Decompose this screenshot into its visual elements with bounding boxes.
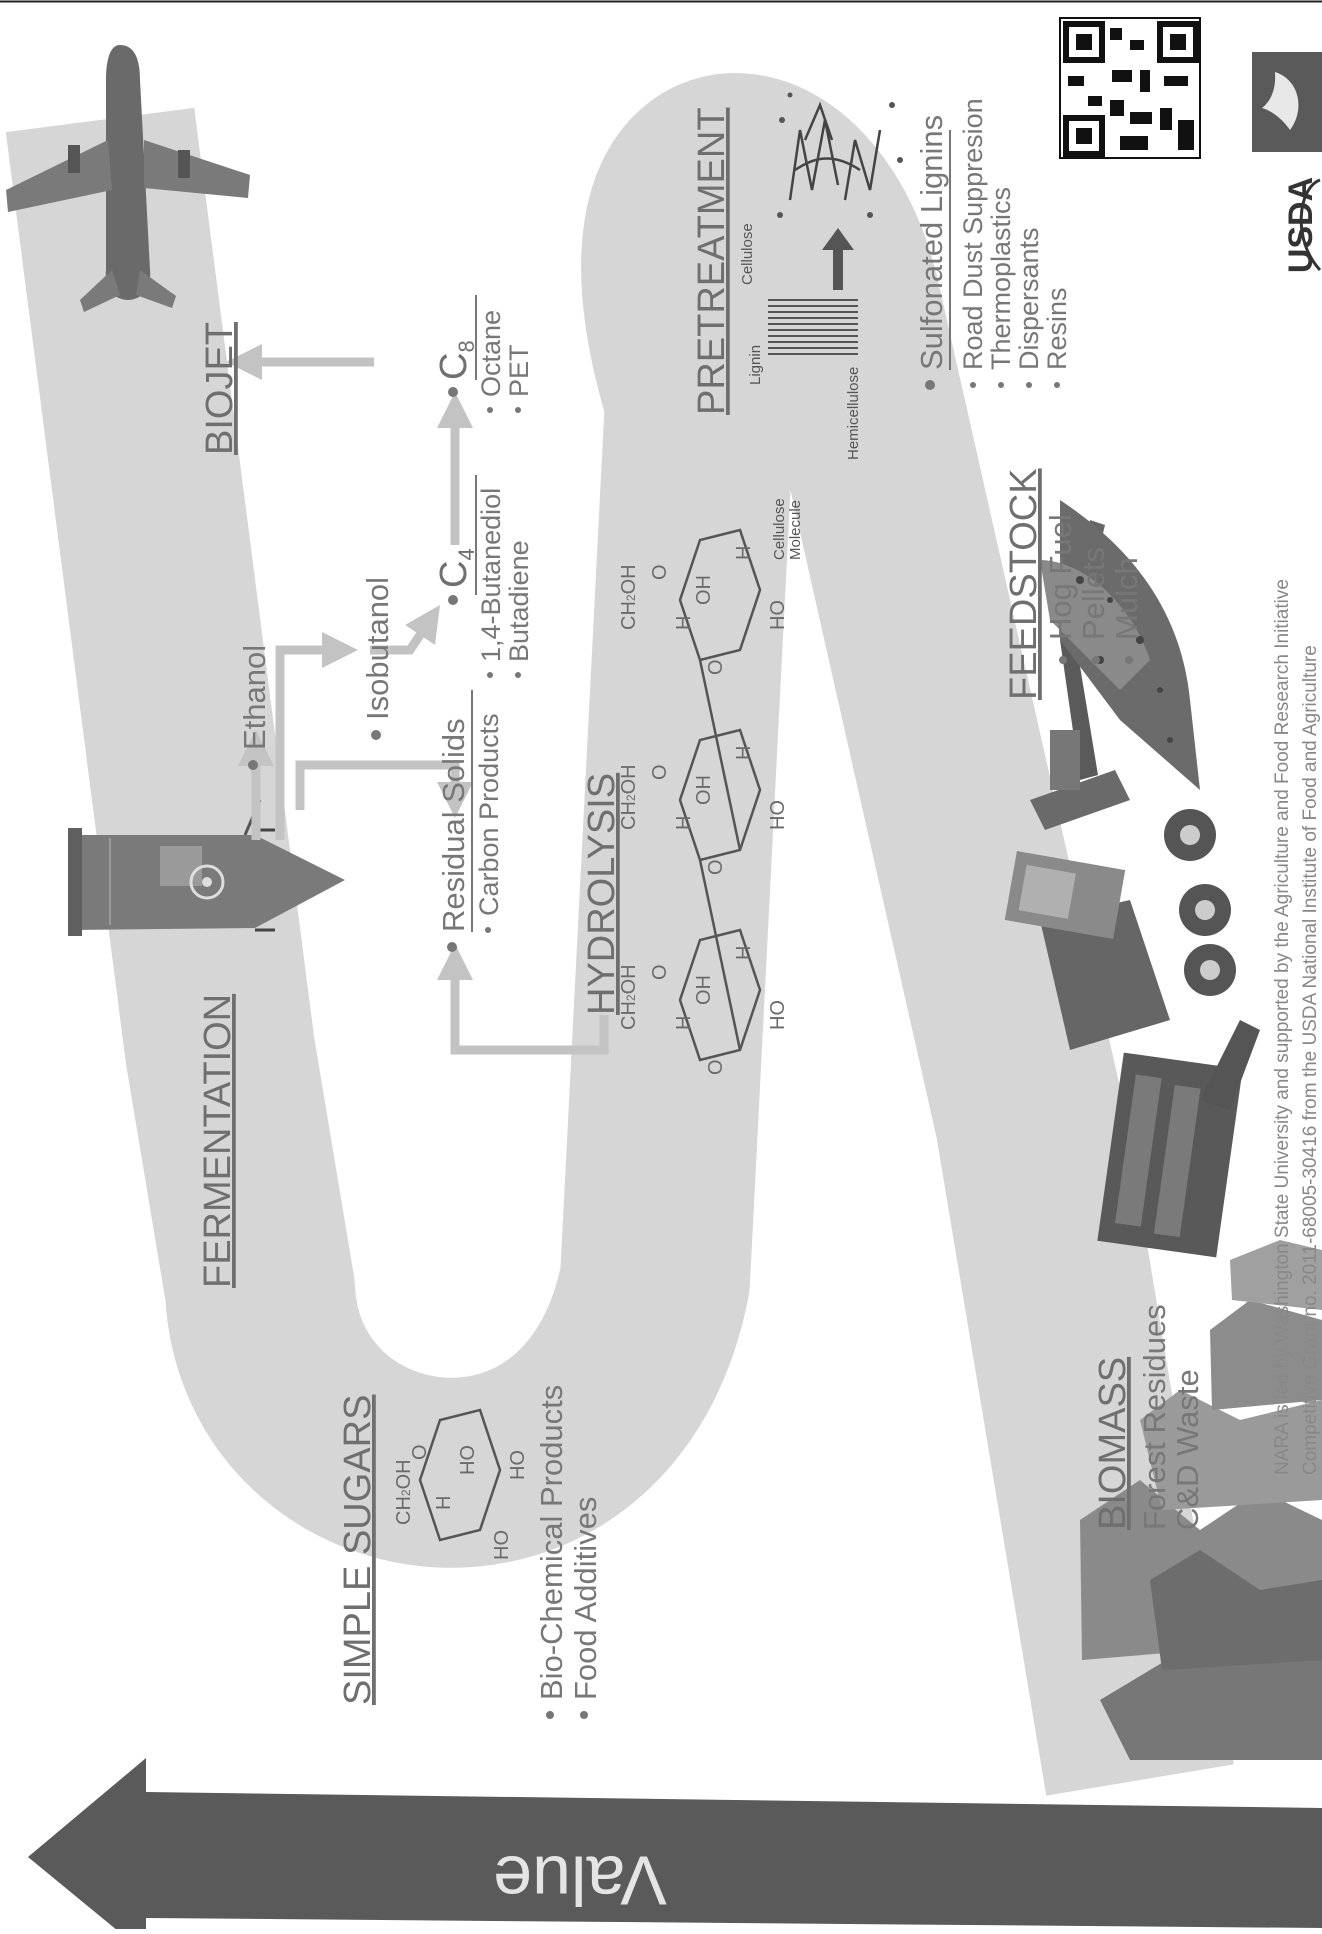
- feedstock-item-2: Pellets: [1076, 547, 1111, 640]
- cellulose-molecule-note-2: Molecule: [787, 500, 804, 560]
- svg-text:O: O: [649, 964, 671, 980]
- svg-text:O: O: [705, 859, 727, 875]
- simple-sugars-item-2: Food Additives: [568, 1497, 603, 1700]
- svg-text:H: H: [433, 1496, 455, 1510]
- svg-text:H: H: [673, 1016, 695, 1030]
- forest-illustration: [1080, 1240, 1322, 1760]
- svg-text:OH: OH: [693, 575, 715, 605]
- sulfonated-item-1: Road Dust Suppresion: [958, 98, 988, 370]
- value-arrow: Value: [28, 1758, 1322, 1934]
- sulfonated-item-2: Thermoplastics: [986, 187, 1016, 370]
- biomass-stage: BIOMASS Forest Residues C&D Waste: [1092, 1304, 1205, 1530]
- c4-item-2: Butadiene: [504, 540, 534, 662]
- feedstock-item-1: Hog Fuel: [1043, 514, 1078, 640]
- residual-solids-title: Residual Solids: [436, 718, 471, 932]
- c8-product-group: C8 Octane PET: [433, 295, 534, 413]
- svg-text:OH: OH: [765, 1000, 787, 1030]
- c8-label: C8: [433, 340, 479, 380]
- flow-arrows: [226, 344, 609, 1055]
- sulfonated-lignins-stage: Sulfonated Lignins Road Dust Suppresion …: [914, 98, 1072, 390]
- credit-line-1: NARA is led by Washington State Universi…: [1272, 579, 1293, 1475]
- svg-text:H: H: [733, 946, 755, 960]
- svg-text:OH: OH: [693, 775, 715, 805]
- qr-code: [1059, 17, 1201, 159]
- simple-sugars-stage: SIMPLE SUGARS Bio-Chemical Products Food…: [337, 1385, 603, 1719]
- feedstock-item-3: Mulch: [1109, 557, 1144, 640]
- glucose-molecule: CH2OH OH OH HO O H: [393, 1408, 527, 1560]
- c8-item-2: PET: [504, 344, 534, 397]
- c4-product-group: C4 1,4-Butanediol Butadiene: [433, 475, 534, 678]
- svg-text:O: O: [649, 764, 671, 780]
- simple-sugars-item-1: Bio-Chemical Products: [534, 1385, 569, 1700]
- usda-text: USDA: [1282, 177, 1320, 273]
- svg-text:OH: OH: [765, 600, 787, 630]
- sulfonated-lignins-title: Sulfonated Lignins: [914, 115, 949, 370]
- residual-solids-stage: Residual Solids Carbon Products: [436, 690, 504, 952]
- svg-text:H: H: [673, 616, 695, 630]
- cellulose-molecule-labels: CH2OH CH2OH CH2OH OH OH OH OH OH OH O O …: [618, 498, 804, 1075]
- c4-item-1: 1,4-Butanediol: [476, 488, 506, 662]
- fermentation-tank-illustration: [68, 799, 345, 936]
- svg-text:HO: HO: [491, 1530, 513, 1560]
- isobutanol-label: Isobutanol: [360, 577, 395, 720]
- biomass-title: BIOMASS: [1092, 1357, 1134, 1530]
- logging-equipment-illustration: [1004, 520, 1260, 1258]
- svg-text:OH: OH: [765, 800, 787, 830]
- credit-line-2: Competitive Grant no. 2011-68005-30416 f…: [1300, 645, 1321, 1475]
- sulfonated-item-3: Dispersants: [1014, 227, 1044, 370]
- wsu-logo: [1252, 52, 1322, 152]
- svg-text:OH: OH: [455, 1445, 477, 1475]
- svg-text:H: H: [673, 816, 695, 830]
- svg-text:OH: OH: [693, 975, 715, 1005]
- svg-text:H: H: [733, 546, 755, 560]
- svg-text:CH2OH: CH2OH: [618, 964, 640, 1030]
- usda-logo: USDA: [1282, 177, 1322, 273]
- svg-text:H: H: [733, 746, 755, 760]
- hydrolysis-title: HYDROLYSIS: [581, 773, 623, 1015]
- airplane-illustration: [6, 45, 250, 312]
- biojet-title: BIOJET: [199, 322, 241, 455]
- cellulose-label: Cellulose: [739, 223, 756, 285]
- process-path: [5, 73, 1234, 1796]
- svg-text:CH2OH: CH2OH: [393, 1459, 415, 1525]
- c4-label: C4: [433, 548, 479, 588]
- biomass-item-1: Forest Residues: [1137, 1304, 1172, 1530]
- svg-text:O: O: [705, 1059, 727, 1075]
- pretreatment-illustration: Lignin Cellulose Hemicellulose: [739, 92, 903, 460]
- pretreatment-arrowhead: [822, 228, 854, 250]
- svg-text:CH2OH: CH2OH: [618, 564, 640, 630]
- pretreatment-title: PRETREATMENT: [691, 107, 733, 415]
- residual-item-1: Carbon Products: [474, 713, 504, 916]
- c8-item-1: Octane: [476, 310, 506, 397]
- fermentation-stage: FERMENTATION Ethanol Isobutanol: [197, 577, 395, 1288]
- biomass-item-2: C&D Waste: [1170, 1369, 1205, 1530]
- svg-text:CH2OH: CH2OH: [618, 764, 640, 830]
- feedstock-stage: FEEDSTOCK Hog Fuel Pellets Mulch: [1003, 468, 1144, 700]
- sulfonated-item-4: Resins: [1042, 287, 1072, 370]
- cellulose-molecule-note-1: Cellulose: [771, 498, 788, 560]
- ethanol-label: Ethanol: [237, 645, 272, 750]
- simple-sugars-title: SIMPLE SUGARS: [337, 1395, 379, 1705]
- value-label: Value: [493, 1842, 667, 1920]
- cellulose-molecule: [678, 528, 762, 1062]
- lignin-label: Lignin: [747, 345, 764, 385]
- svg-text:O: O: [409, 1444, 431, 1460]
- feedstock-title: FEEDSTOCK: [1003, 468, 1045, 700]
- hemicellulose-label: Hemicellulose: [845, 367, 862, 460]
- svg-text:O: O: [705, 659, 727, 675]
- svg-text:OH: OH: [505, 1450, 527, 1480]
- fermentation-title: FERMENTATION: [197, 994, 239, 1288]
- svg-text:O: O: [649, 564, 671, 580]
